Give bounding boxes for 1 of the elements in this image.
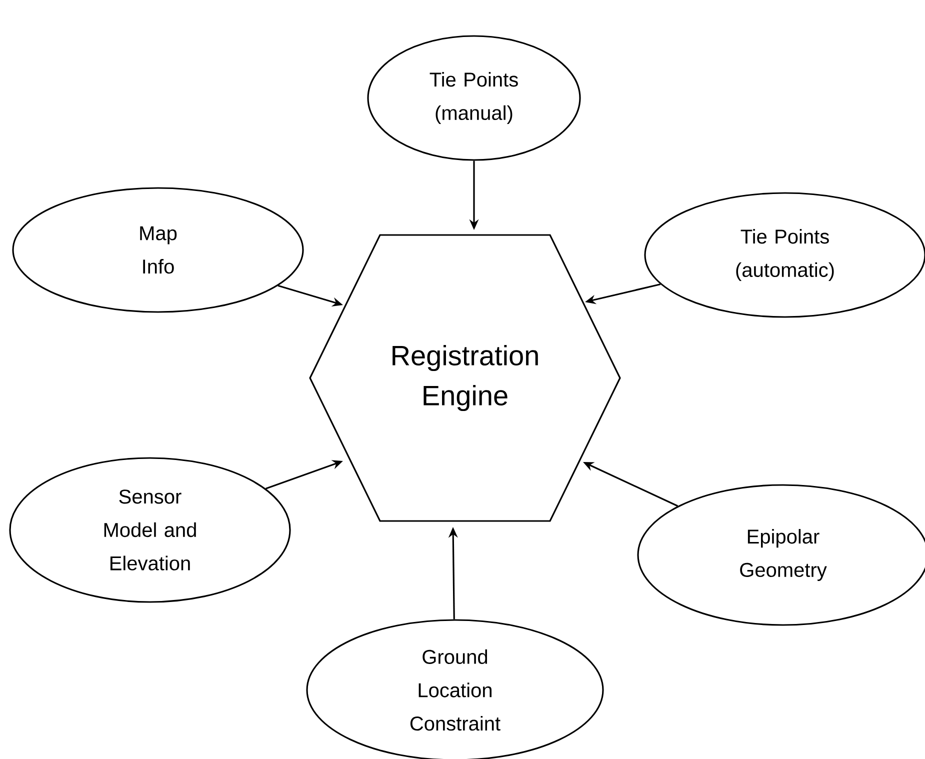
hexagon: Registration Engine xyxy=(309,234,621,522)
